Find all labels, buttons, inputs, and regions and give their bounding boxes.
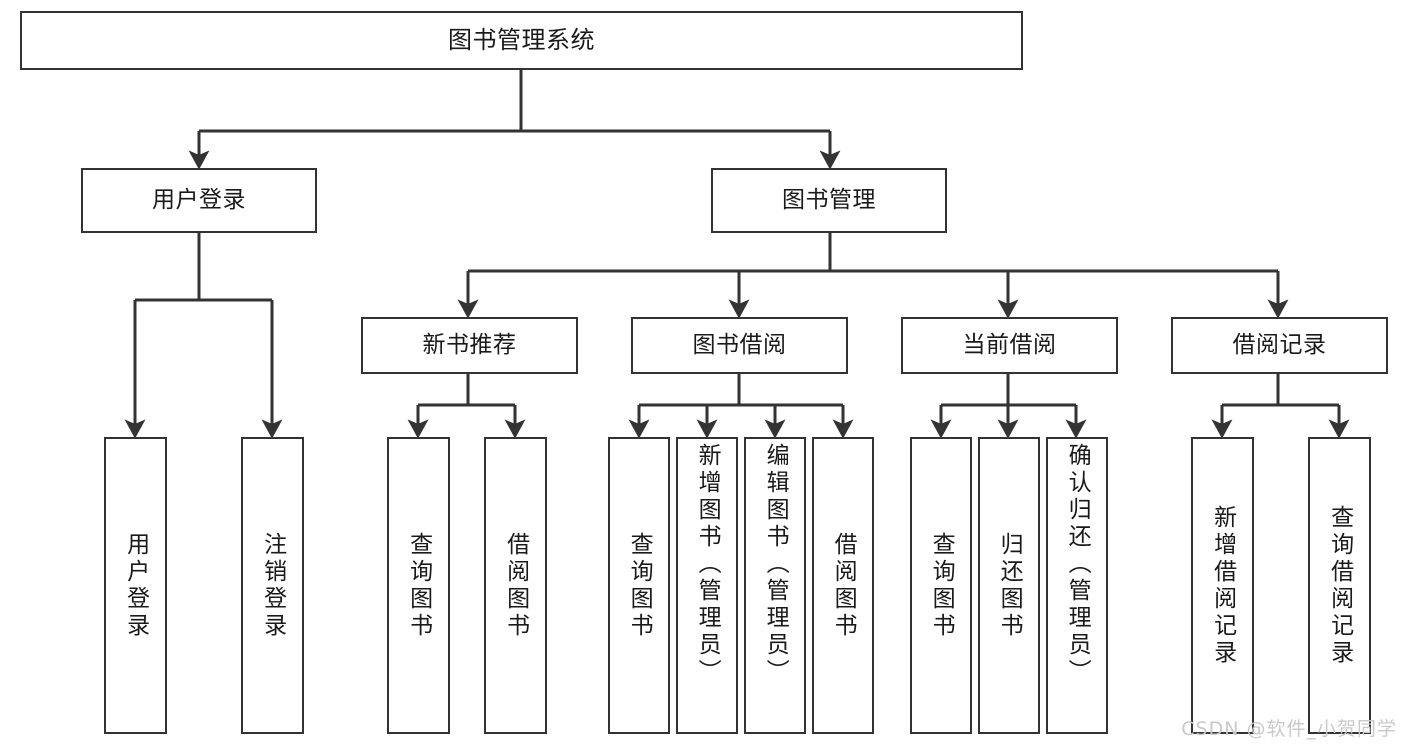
node-root-book-management-system[interactable]: 图书管理系统	[20, 11, 1023, 70]
leaf-new-book-borrow-book[interactable]: 借阅图书	[484, 437, 547, 734]
leaf-current-borrow-query-book[interactable]: 查询图书	[910, 437, 972, 734]
node-label: 确认归还（管理员）	[1064, 443, 1091, 686]
node-label: 图书管理	[782, 186, 876, 213]
node-label: 查询图书	[405, 531, 432, 640]
leaf-user-login-sign-out[interactable]: 注销登录	[241, 437, 304, 734]
node-label: 归还图书	[996, 531, 1023, 640]
node-book-management[interactable]: 图书管理	[711, 168, 947, 233]
node-current-borrowing[interactable]: 当前借阅	[901, 317, 1118, 374]
node-borrow-record[interactable]: 借阅记录	[1171, 317, 1388, 374]
node-label: 用户登录	[152, 186, 246, 213]
node-label: 新书推荐	[422, 331, 517, 358]
leaf-book-borrow-borrow-book[interactable]: 借阅图书	[812, 437, 874, 734]
leaf-borrow-record-add-record[interactable]: 新增借阅记录	[1191, 437, 1254, 734]
node-label: 查询图书	[928, 531, 955, 640]
node-label: 查询借阅记录	[1326, 504, 1353, 667]
node-label: 借阅图书	[830, 531, 857, 640]
node-label: 图书管理系统	[448, 26, 595, 55]
node-label: 新增图书（管理员）	[694, 443, 721, 686]
node-label: 用户登录	[122, 531, 149, 640]
node-new-book-recommendation[interactable]: 新书推荐	[361, 317, 578, 374]
leaf-user-login-sign-in[interactable]: 用户登录	[104, 437, 167, 734]
node-label: 借阅记录	[1232, 331, 1327, 358]
node-label: 新增借阅记录	[1209, 504, 1236, 667]
leaf-new-book-query-book[interactable]: 查询图书	[387, 437, 450, 734]
leaf-book-borrow-edit-book-admin[interactable]: 编辑图书（管理员）	[744, 437, 806, 734]
leaf-current-borrow-confirm-return-admin[interactable]: 确认归还（管理员）	[1046, 437, 1108, 734]
csdn-watermark: CSDN @软件_小贺同学	[1181, 718, 1397, 740]
node-label: 图书借阅	[692, 331, 787, 358]
leaf-current-borrow-return-book[interactable]: 归还图书	[978, 437, 1040, 734]
node-label: 查询图书	[626, 531, 653, 640]
node-label: 借阅图书	[502, 531, 529, 640]
leaf-book-borrow-query-book[interactable]: 查询图书	[608, 437, 670, 734]
node-label: 注销登录	[259, 531, 286, 640]
node-book-borrowing[interactable]: 图书借阅	[631, 317, 848, 374]
node-user-login[interactable]: 用户登录	[81, 168, 317, 233]
node-label: 当前借阅	[962, 331, 1057, 358]
leaf-book-borrow-add-book-admin[interactable]: 新增图书（管理员）	[676, 437, 738, 734]
node-label: 编辑图书（管理员）	[762, 443, 789, 686]
leaf-borrow-record-query-record[interactable]: 查询借阅记录	[1308, 437, 1371, 734]
